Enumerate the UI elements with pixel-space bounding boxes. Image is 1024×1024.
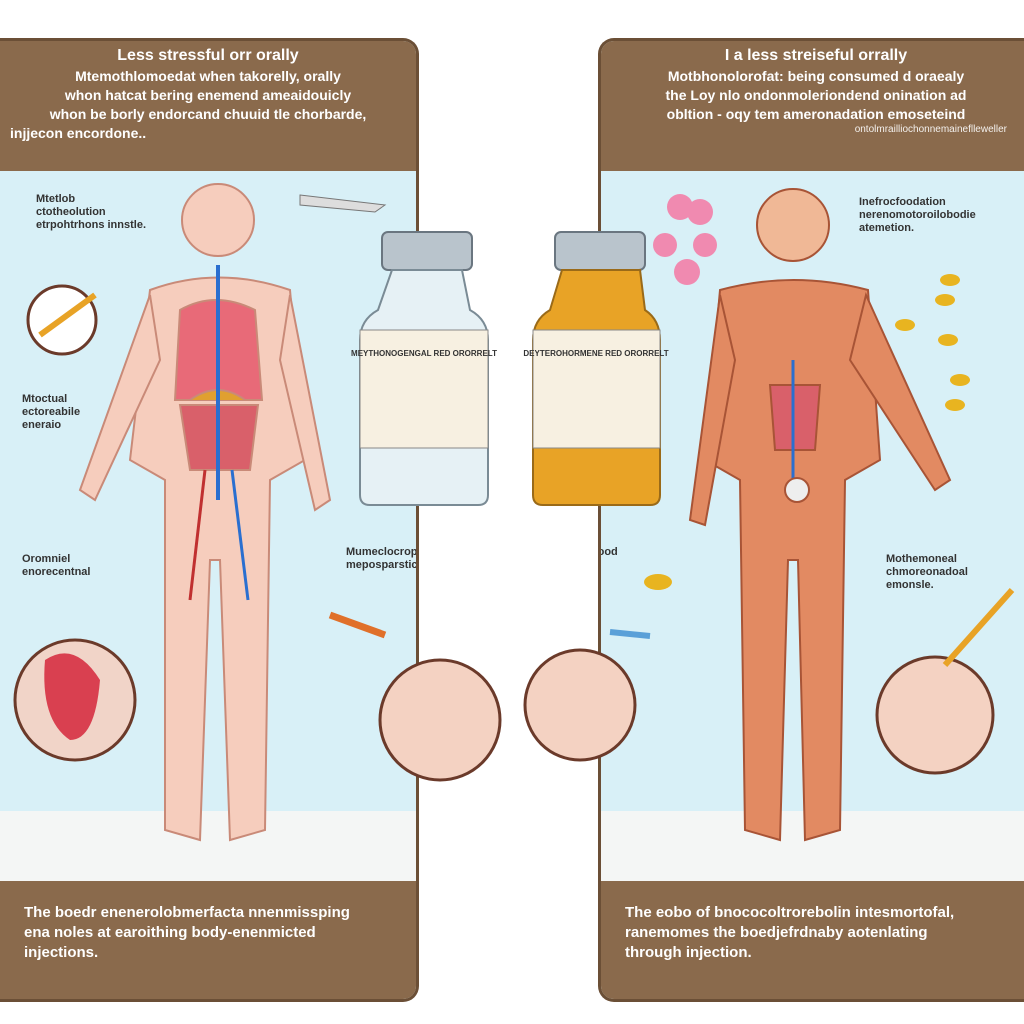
- mouth-inset-center: [523, 648, 637, 762]
- right-header: I a less streiseful orrally Motbhonoloro…: [601, 41, 1024, 171]
- right-footer-line: The eobo of bnococoltrorebolin intesmort…: [625, 904, 955, 921]
- right-label: Inefrocfoodation nerenomotoroilobodie at…: [859, 196, 976, 234]
- left-label: Mtetlob ctotheolution etrpohtrhons innst…: [36, 193, 146, 231]
- left-footer: The boedr enenerolobmerfacta nnenmisspin…: [0, 881, 416, 999]
- left-header-line: whon hatcat bering enemend ameaidouicly: [64, 87, 352, 103]
- right-footer-line: ranemomes the boedjefrdnaby aotenlating: [625, 924, 928, 941]
- left-header-line: injjecon encordone..: [10, 125, 147, 141]
- left-footer-line: The boedr enenerolobmerfacta nnenmisspin…: [24, 904, 350, 921]
- pink-pill-icons: [653, 194, 717, 285]
- mouth-inset-right: [875, 655, 995, 775]
- airplane-icon: [299, 194, 387, 213]
- right-label: Mothemoneal chmoreonadoal emonsle.: [886, 553, 968, 591]
- capsule-icons: [644, 274, 970, 590]
- right-header-line: the Loy nlo ondonmoleriondend onination …: [665, 87, 967, 103]
- left-label: Mumeclocroponals eronde meposparstic.: [346, 546, 419, 571]
- left-label: Mtoctual ectoreabile eneraio: [22, 393, 81, 431]
- left-header-line: Mtemothlomoedat when takorelly, orally: [75, 68, 341, 84]
- left-floor: [0, 811, 416, 881]
- right-footer-line: through injection.: [625, 944, 752, 961]
- mouth-inset-left: [378, 658, 502, 782]
- heart-icon: [44, 653, 100, 740]
- right-header-line: obltion - oqy tem ameronadation emosetei…: [666, 106, 966, 122]
- left-footer-line: ena noles at earoithing body-enenmicted: [24, 924, 316, 941]
- left-human-figure: [78, 183, 332, 842]
- amber-vial: DEYTEROHORMENE RED ORORRELT: [523, 231, 669, 506]
- right-header-small: ontolmrailliochonnemaineflleweller: [854, 124, 1007, 135]
- left-footer-line: injections.: [24, 944, 99, 961]
- right-header-line: Motbhonolorofat: being consumed d oraeal…: [667, 68, 965, 84]
- right-label: Mtononolrehood inefanfon.: [598, 546, 618, 558]
- clear-vial: MEYTHONOGENGAL RED ORORRELT: [351, 231, 497, 506]
- amber-vial-label: DEYTEROHORMENE RED ORORRELT: [523, 349, 668, 358]
- right-footer: The eobo of bnococoltrorebolin intesmort…: [601, 881, 1024, 999]
- left-label: Oromniel enorecentnal: [22, 553, 91, 578]
- syringe-icon: [38, 292, 1015, 667]
- left-title: Less stressful orr orally: [117, 47, 299, 64]
- left-header-line: whon be borly endorcand chuuid tle chorb…: [49, 106, 367, 122]
- clear-vial-label: MEYTHONOGENGAL RED ORORRELT: [351, 349, 497, 358]
- right-human-figure: [688, 188, 952, 842]
- right-title: I a less streiseful orrally: [724, 47, 908, 64]
- left-header: Less stressful orr orally Mtemothlomoeda…: [0, 41, 416, 171]
